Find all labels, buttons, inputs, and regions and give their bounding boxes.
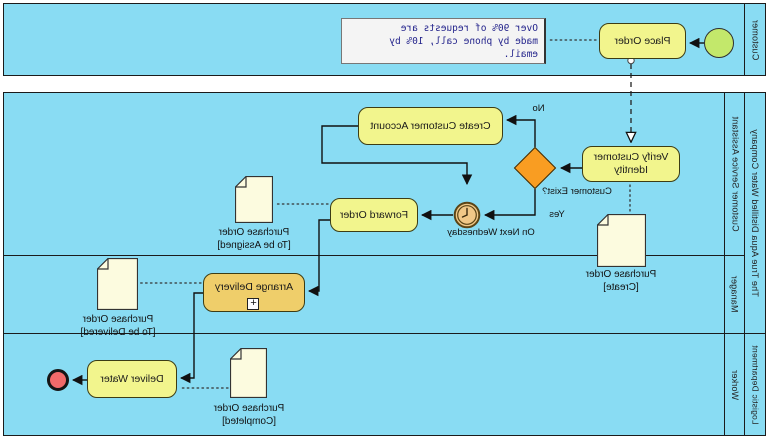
flow-forward-to-arrange (307, 219, 330, 297)
annotation-note[interactable]: Over 90% of requests are made by phone c… (341, 18, 546, 64)
note-line: email. (503, 49, 538, 60)
flow-create-to-timer (321, 125, 473, 186)
task-forward-order[interactable]: Forward Order (330, 198, 418, 232)
document-icon-delivered[interactable] (97, 258, 138, 310)
document-label-assigned: Purchase Order [To be Assigned] (217, 227, 291, 251)
start-event[interactable] (704, 28, 734, 58)
document-label-completed: Purchase Order [Completed] (213, 403, 285, 427)
flow-gateway-yes-to-timer (483, 189, 536, 221)
gateway-question-label: Customer Exist? (542, 186, 612, 197)
label-no: No (532, 103, 545, 114)
subprocess-plus-icon[interactable]: + (247, 297, 260, 310)
task-deliver-water[interactable]: Deliver Water (87, 360, 177, 398)
clock-icon (461, 207, 468, 218)
flow-gateway-no-to-create (505, 114, 536, 147)
document-label-create: Purchase Order [Create] (585, 269, 657, 293)
document-icon-create[interactable] (597, 214, 646, 267)
document-icon-completed[interactable] (230, 348, 267, 398)
task-create-customer-account[interactable]: Create Customer Account (358, 107, 503, 145)
note-line: made by phone call, 10% by (389, 36, 538, 47)
timer-label: On Next Wednesday (447, 227, 535, 238)
flow-arrange-to-deliver (179, 292, 203, 384)
end-event[interactable] (47, 369, 69, 391)
note-line: Over 90% of requests are (400, 23, 538, 34)
task-verify-customer-identity[interactable]: Verify Customer Identity (582, 146, 680, 182)
label-yes: Yes (549, 209, 565, 220)
task-arrange-delivery[interactable]: Arrange Delivery + (203, 273, 305, 312)
task-place-order[interactable]: Place Order (599, 23, 686, 59)
document-label-delivered: Purchase Order [To be Delivered] (80, 314, 156, 338)
timer-event[interactable] (453, 201, 481, 229)
document-icon-assigned[interactable] (235, 176, 273, 223)
